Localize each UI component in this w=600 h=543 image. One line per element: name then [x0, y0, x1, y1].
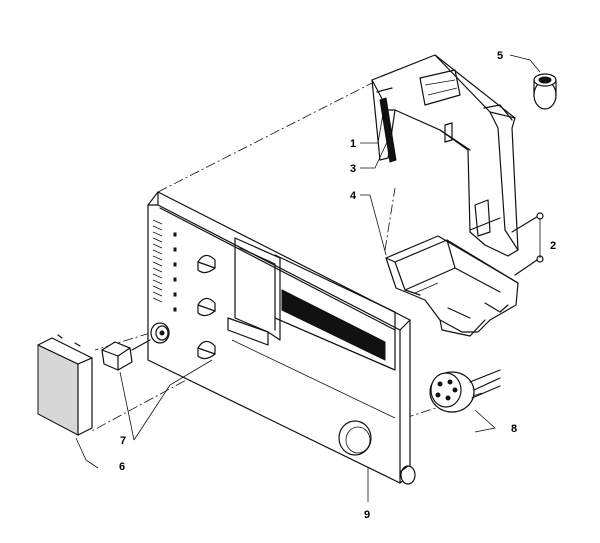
callout-5: 5 [497, 50, 503, 62]
callout-8: 8 [511, 423, 517, 435]
callout-labels: 1 3 4 5 2 6 7 8 9 [119, 50, 556, 521]
plug-part [429, 369, 501, 413]
cover-part [37, 334, 93, 436]
cap-part [533, 73, 557, 110]
vent-grille [152, 219, 163, 303]
socket-part [150, 322, 170, 344]
knob-part [101, 339, 151, 371]
knob-recess-bottom [197, 340, 216, 360]
callout-2: 2 [550, 240, 556, 252]
screws-part [511, 212, 544, 276]
callout-1: 1 [350, 138, 356, 150]
callout-3: 3 [350, 163, 356, 175]
callout-7: 7 [120, 435, 126, 447]
knob-recess-top [197, 254, 216, 274]
leader-lines [75, 54, 541, 502]
lower-tray-part [385, 235, 519, 337]
insert-strip-part [376, 87, 397, 163]
callout-6: 6 [119, 461, 125, 473]
knob-recess-middle [197, 297, 216, 317]
callout-4: 4 [350, 190, 357, 202]
indicator-dots [173, 232, 177, 312]
callout-9: 9 [364, 509, 370, 521]
front-panel-part [147, 191, 416, 485]
